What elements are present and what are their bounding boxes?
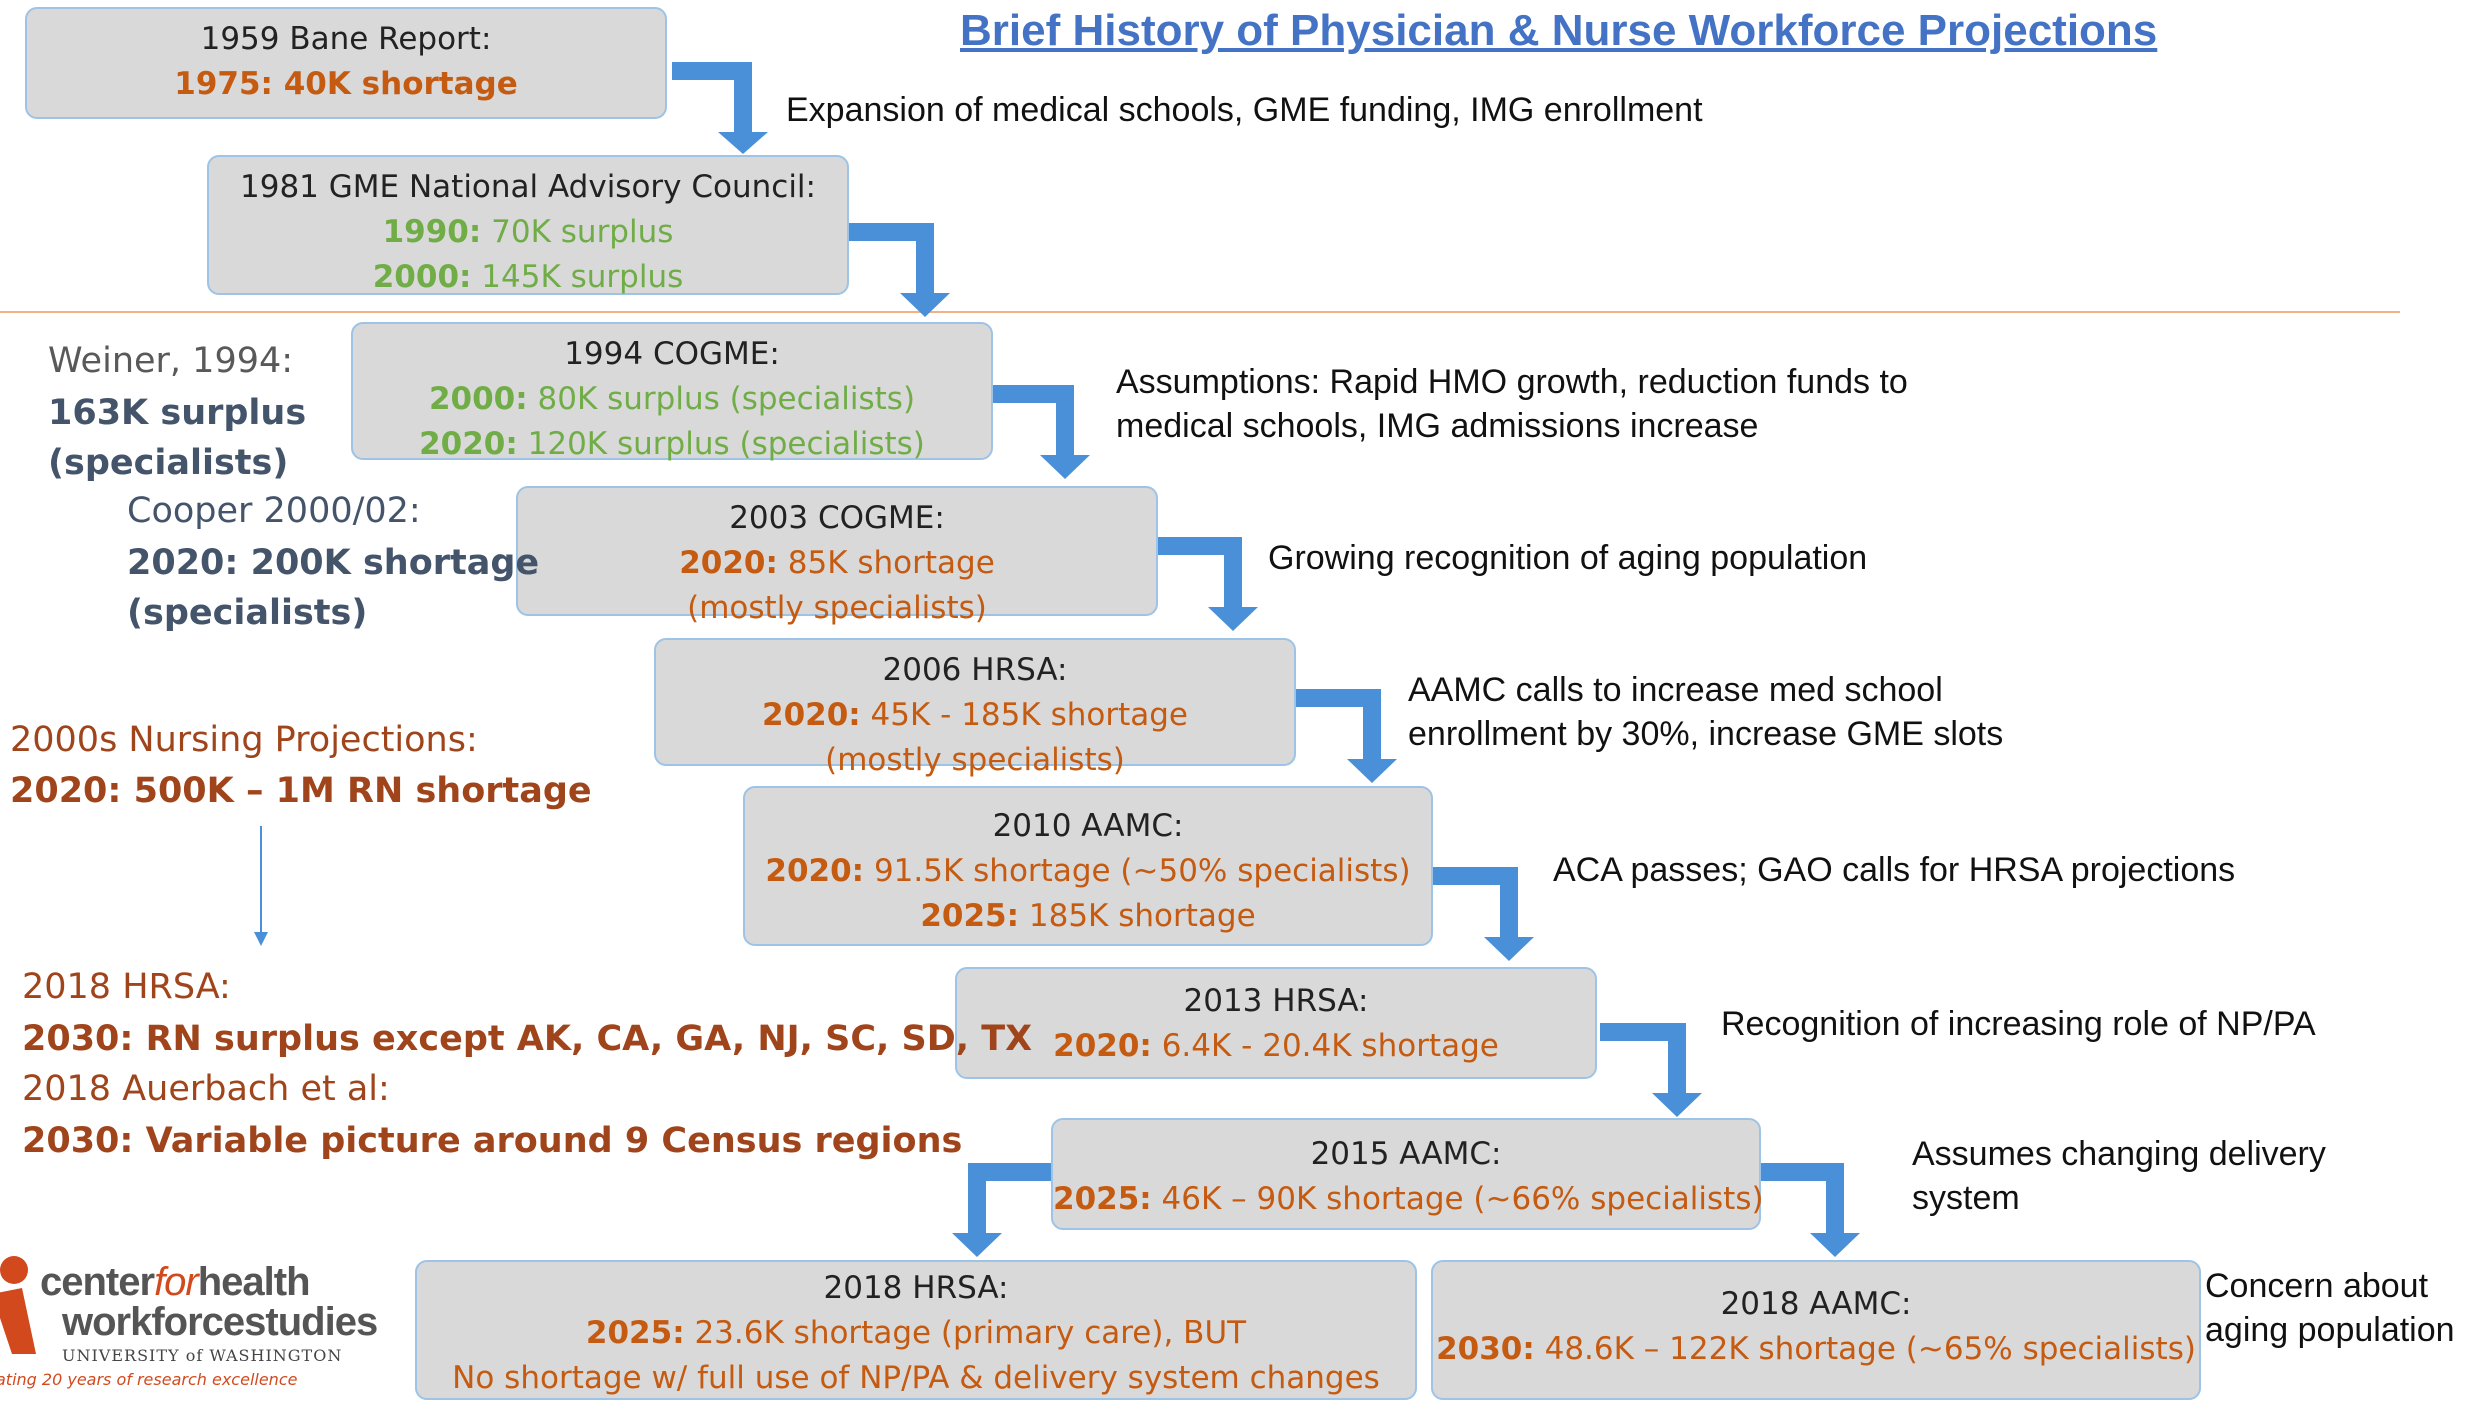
box-1981-text1: 70K surplus <box>481 214 674 250</box>
logo-word-for: for <box>154 1260 199 1304</box>
elbow-arrow-5 <box>1295 689 1397 783</box>
elbow-arrow-4 <box>1156 537 1258 631</box>
cooper-line1: 2020: 200K shortage <box>127 543 540 583</box>
box-1994-cogme: 1994 COGME: 2000: 80K surplus (specialis… <box>351 322 993 462</box>
note-assumptions-2: medical schools, IMG admissions increase <box>1116 407 1759 445</box>
box-2018h-head: 2018 HRSA: <box>823 1270 1009 1306</box>
elbow-arrow-8-right <box>1758 1163 1860 1257</box>
nursing-thin-arrow <box>254 826 268 946</box>
box-1981-year1: 1990: <box>382 214 482 250</box>
box-1994-year1: 2000: <box>428 381 528 417</box>
note-aging-recognition: Growing recognition of aging population <box>1268 539 1868 577</box>
box-2006-line2: (mostly specialists) <box>825 742 1125 778</box>
box-2015-aamc: 2015 AAMC: 2025: 46K – 90K shortage (~66… <box>1051 1118 1764 1230</box>
box-2015-text1: 46K – 90K shortage (~66% specialists) <box>1151 1181 1764 1217</box>
box-2013-text1: 6.4K - 20.4K shortage <box>1151 1028 1499 1064</box>
nursing-head: 2000s Nursing Projections: <box>10 720 478 760</box>
hrsa2018-rn-line1: 2030: RN surplus except AK, CA, GA, NJ, … <box>22 1019 1033 1059</box>
note-concern-2: aging population <box>2205 1311 2455 1349</box>
box-1981-text2: 145K surplus <box>471 259 684 295</box>
logo-mark-icon <box>0 1256 36 1354</box>
section-divider <box>0 311 2400 313</box>
box-2018h-text1: 23.6K shortage (primary care), BUT <box>684 1315 1247 1351</box>
box-1994-year2: 2020: <box>419 426 518 462</box>
weiner-line1: 163K surplus <box>48 393 307 433</box>
elbow-arrow-2 <box>848 223 950 317</box>
logo-word-center: center <box>40 1260 155 1304</box>
box-2010-aamc: 2010 AAMC: 2020: 91.5K shortage (~50% sp… <box>743 786 1433 946</box>
note-aamc-calls-2: enrollment by 30%, increase GME slots <box>1408 715 2004 753</box>
box-2018h-line2: No shortage w/ full use of NP/PA & deliv… <box>452 1360 1380 1396</box>
note-expansion: Expansion of medical schools, GME fundin… <box>786 91 1703 129</box>
box-2003-year1: 2020: <box>679 545 778 581</box>
box-2010-year1: 2020: <box>765 853 865 889</box>
box-1959-bane-report: 1959 Bane Report: 1975: 40K shortage <box>25 7 667 119</box>
elbow-arrow-6 <box>1432 867 1534 961</box>
box-1994-text2: 120K surplus (specialists) <box>517 426 925 462</box>
logo-line3: UNIVERSITY of WASHINGTON <box>62 1346 343 1365</box>
box-1959-head: 1959 Bane Report: <box>200 21 492 57</box>
box-1981-year2: 2000: <box>372 259 472 295</box>
box-2006-head: 2006 HRSA: <box>882 652 1068 688</box>
logo-line2: workforcestudies <box>62 1300 378 1344</box>
elbow-arrow-1 <box>672 62 768 154</box>
nursing-line1: 2020: 500K – 1M RN shortage <box>10 771 592 811</box>
box-2018a-year1: 2030: <box>1436 1331 1535 1367</box>
box-2010-text1: 91.5K shortage (~50% specialists) <box>864 853 1411 889</box>
box-2018h-year1: 2025: <box>585 1315 685 1351</box>
auerbach-head: 2018 Auerbach et al: <box>22 1069 390 1109</box>
box-2003-cogme: 2003 COGME: 2020: 85K shortage (mostly s… <box>516 486 1158 626</box>
cooper-line2: (specialists) <box>127 593 368 633</box>
box-1981-head: 1981 GME National Advisory Council: <box>240 169 816 205</box>
elbow-arrow-3 <box>990 385 1090 479</box>
note-assumptions-1: Assumptions: Rapid HMO growth, reduction… <box>1116 363 1908 401</box>
box-2006-text1: 45K - 185K shortage <box>860 697 1188 733</box>
box-2006-year1: 2020: <box>762 697 861 733</box>
box-2006-hrsa: 2006 HRSA: 2020: 45K - 185K shortage (mo… <box>654 638 1296 778</box>
auerbach-line1: 2030: Variable picture around 9 Census r… <box>22 1121 963 1161</box>
box-1959-line1: 1975: 40K shortage <box>174 66 518 102</box>
logo-tagline: ating 20 years of research excellence <box>0 1370 298 1389</box>
box-2018-aamc: 2018 AAMC: 2030: 48.6K – 122K shortage (… <box>1431 1260 2201 1400</box>
elbow-arrow-7 <box>1600 1023 1702 1117</box>
box-2003-line2: (mostly specialists) <box>687 590 987 626</box>
logo-word-health: health <box>197 1260 311 1304</box>
box-1994-text1: 80K surplus (specialists) <box>527 381 916 417</box>
elbow-arrow-8-left <box>952 1163 1054 1257</box>
hrsa2018-rn-head: 2018 HRSA: <box>22 967 231 1007</box>
box-1994-head: 1994 COGME: <box>564 336 780 372</box>
note-aamc-calls-1: AAMC calls to increase med school <box>1408 671 1943 709</box>
box-2003-text1: 85K shortage <box>777 545 995 581</box>
box-2018-hrsa: 2018 HRSA: 2025: 23.6K shortage (primary… <box>415 1260 1417 1400</box>
box-2013-year1: 2020: <box>1053 1028 1152 1064</box>
box-2018a-text1: 48.6K – 122K shortage (~65% specialists) <box>1534 1331 2196 1367</box>
cooper-head: Cooper 2000/02: <box>127 491 421 531</box>
box-2015-head: 2015 AAMC: <box>1310 1136 1502 1172</box>
weiner-head: Weiner, 1994: <box>48 341 294 381</box>
box-2010-year2: 2025: <box>920 898 1020 934</box>
note-concern-1: Concern about <box>2205 1267 2429 1305</box>
center-health-workforce-logo: centerforhealth workforcestudies UNIVERS… <box>0 1250 420 1389</box>
box-2013-hrsa: 2013 HRSA: 2020: 6.4K - 20.4K shortage <box>955 967 1597 1079</box>
box-2010-head: 2010 AAMC: <box>992 808 1184 844</box>
weiner-line2: (specialists) <box>48 443 289 483</box>
note-delivery-2: system <box>1912 1179 2020 1217</box>
note-delivery-1: Assumes changing delivery <box>1912 1135 2326 1173</box>
page-title: Brief History of Physician & Nurse Workf… <box>960 6 2158 55</box>
note-aca: ACA passes; GAO calls for HRSA projectio… <box>1553 851 2236 889</box>
box-1981-gme-council: 1981 GME National Advisory Council: 1990… <box>207 155 849 295</box>
note-np-pa: Recognition of increasing role of NP/PA <box>1721 1005 2316 1043</box>
box-2018a-head: 2018 AAMC: <box>1720 1286 1912 1322</box>
box-2015-year1: 2025: <box>1053 1181 1152 1217</box>
box-2010-text2: 185K shortage <box>1019 898 1256 934</box>
box-2003-head: 2003 COGME: <box>729 500 945 536</box>
box-2013-head: 2013 HRSA: <box>1183 983 1369 1019</box>
